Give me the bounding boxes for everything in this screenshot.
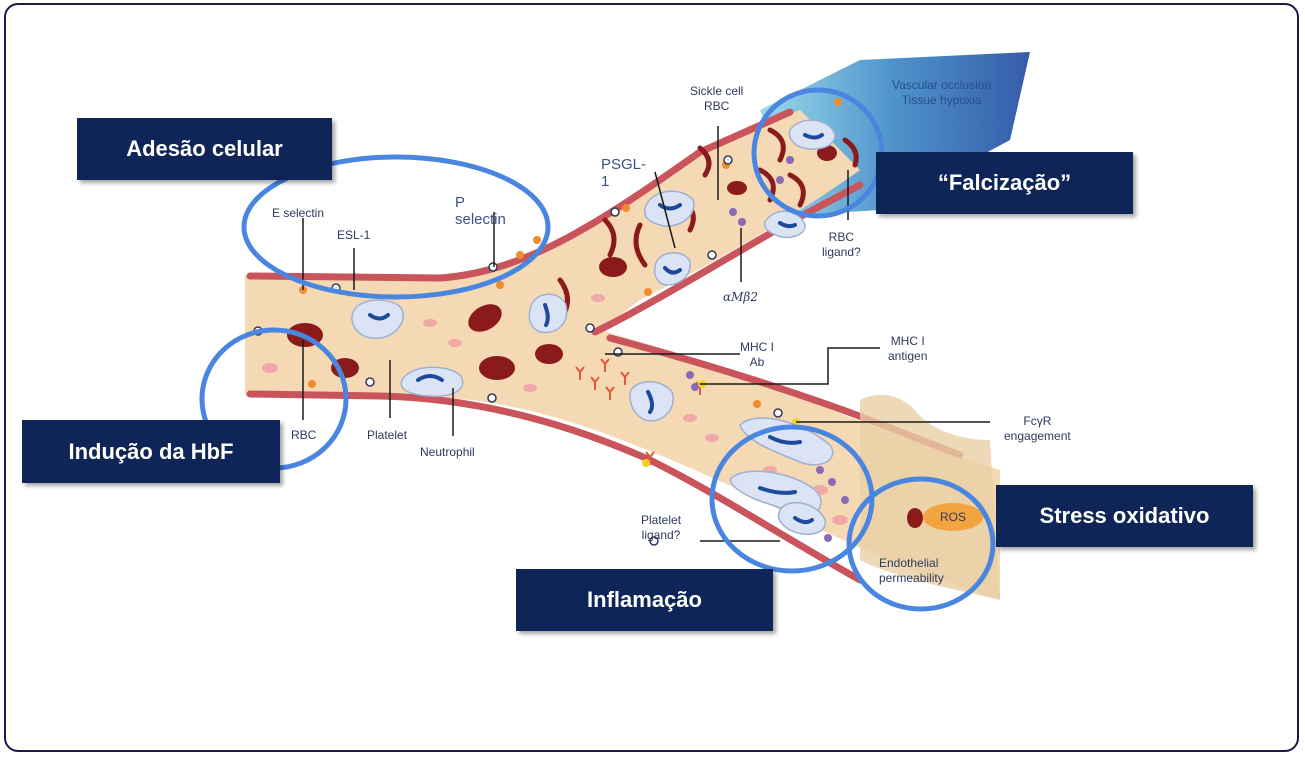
- oxidative-stress-box: Stress oxidativo: [996, 485, 1253, 547]
- psgl1-label: PSGL- 1: [601, 156, 646, 190]
- rbc-label: RBC: [291, 428, 316, 443]
- p-selectin-label: P selectin: [455, 194, 506, 228]
- sickle-cell-label: Sickle cell RBC: [690, 84, 743, 114]
- mhc-ab-label: MHC I Ab: [740, 340, 774, 370]
- inflammation-box: Inflamação: [516, 569, 773, 631]
- endothelial-permeability-label: Endothelial permeability: [879, 556, 944, 586]
- sickling-box: “Falcização”: [876, 152, 1133, 214]
- vascular-occlusion-label: Vascular occlusion Tissue hypoxia: [892, 78, 991, 108]
- platelet-ligand-label: Platelet ligand?: [641, 513, 681, 543]
- adhesion-box: Adesão celular: [77, 118, 332, 180]
- mhc-antigen-label: MHC I antigen: [888, 334, 927, 364]
- fcgr-label: FcγR engagement: [1004, 414, 1071, 444]
- rbc-ligand-label: RBC ligand?: [822, 230, 861, 260]
- esl1-label: ESL-1: [337, 228, 370, 243]
- e-selectin-label: E selectin: [272, 206, 324, 221]
- amb2-label: αMβ2: [723, 290, 758, 305]
- platelet-label: Platelet: [367, 428, 407, 443]
- hbf-box: Indução da HbF: [22, 420, 280, 483]
- neutrophil-label: Neutrophil: [420, 445, 475, 460]
- ros-label: ROS: [940, 510, 966, 525]
